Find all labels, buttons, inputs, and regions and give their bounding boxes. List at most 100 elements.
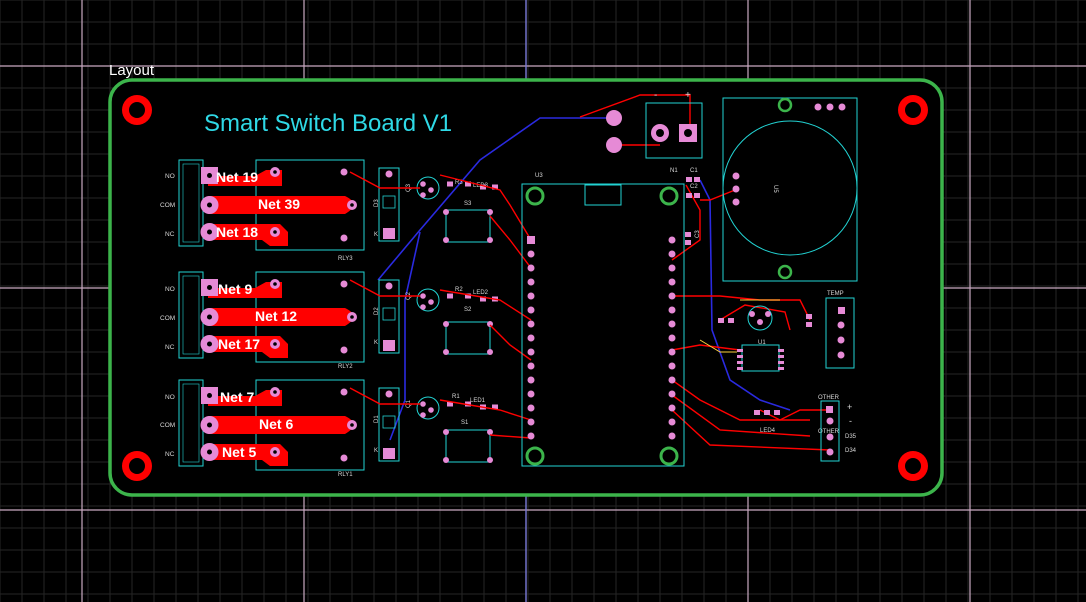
other-header-ref-2: OTHER [818, 429, 840, 435]
net-pour[interactable] [208, 308, 354, 326]
led-ref: LED2 [473, 290, 489, 296]
switch-pad[interactable] [443, 457, 449, 463]
terminal-label: COM [160, 315, 175, 322]
relay-ref: RLY2 [338, 364, 353, 370]
switch-pad[interactable] [487, 349, 493, 355]
switch-pad[interactable] [487, 457, 493, 463]
power-connector-ref: N1 [670, 168, 678, 174]
switch-outline [445, 429, 491, 463]
relay-ref: RLY1 [338, 472, 353, 478]
relay-pad[interactable] [340, 168, 348, 176]
diode-ref: D2 [374, 307, 380, 315]
relay-ref: RLY3 [338, 256, 353, 262]
relay-pad[interactable] [340, 346, 348, 354]
diode-pad[interactable] [383, 448, 395, 459]
smd-pad[interactable] [480, 184, 486, 190]
switch-pad[interactable] [443, 321, 449, 327]
diode-outline [378, 167, 400, 242]
smd-pad[interactable] [492, 184, 498, 190]
terminal-label: NC [165, 231, 175, 238]
mounting-hole-bottom-right[interactable] [898, 451, 928, 481]
net-pour[interactable] [208, 282, 282, 298]
smd-pad[interactable] [480, 296, 486, 302]
net-labels: Net 19 Net 39 Net 18 Net 9 Net 12 Net 17… [216, 169, 300, 460]
board-outline[interactable] [108, 78, 944, 497]
relay-pad[interactable] [340, 234, 348, 242]
mcu-footprint[interactable] [521, 183, 685, 467]
diode-pad[interactable] [383, 340, 395, 351]
switch-outline [445, 209, 491, 243]
terminal-labels: NO COM NC NO COM NC NO COM NC [160, 173, 175, 458]
net-pour[interactable] [208, 336, 288, 358]
temp-header[interactable] [825, 297, 855, 369]
net-pour[interactable] [208, 170, 282, 186]
relay-group[interactable] [178, 271, 498, 363]
net-label: Net 39 [258, 196, 300, 212]
resistor-ref: R2 [455, 287, 463, 293]
relay-pad[interactable] [340, 280, 348, 288]
bottom-layer-traces [377, 117, 791, 441]
net-label: Net 19 [216, 169, 258, 185]
power-minus-label: - [654, 90, 657, 101]
smd-pad[interactable] [447, 181, 453, 187]
smd-pad[interactable] [447, 293, 453, 299]
minus-sign: - [849, 416, 852, 426]
relay-group[interactable] [178, 159, 498, 251]
resistor-ref: R3 [455, 180, 463, 186]
mounting-hole-top-right[interactable] [898, 95, 928, 125]
net-label: Net 12 [255, 308, 297, 324]
other-header[interactable] [820, 400, 840, 462]
mounting-hole-bottom-left[interactable] [122, 451, 152, 481]
mcu-ref: U3 [535, 173, 543, 179]
led-ref: LED1 [470, 398, 486, 404]
switch-ref: S3 [464, 201, 472, 207]
smd-pad[interactable] [465, 181, 471, 187]
switch-pad[interactable] [487, 321, 493, 327]
terminal-label: COM [160, 422, 175, 429]
cap-ref: C3 [695, 230, 701, 238]
reference-designators: RLY3 RLY2 RLY1 R3 LED3 S3 R2 LED2 S2 R1 … [338, 168, 857, 478]
relay-pad[interactable] [340, 388, 348, 396]
net-label: Net 9 [218, 281, 252, 297]
switch-pad[interactable] [487, 237, 493, 243]
net-label: Net 6 [259, 416, 293, 432]
switch-pad[interactable] [443, 237, 449, 243]
switch-pad[interactable] [443, 349, 449, 355]
pin-d35-label: D35 [845, 434, 857, 440]
layer-label: Layout [109, 62, 155, 79]
terminal-label: NO [165, 286, 175, 293]
switch-pad[interactable] [443, 429, 449, 435]
resistor-ref: R1 [452, 394, 460, 400]
smd-pad[interactable] [447, 401, 453, 407]
diode-outline [378, 387, 400, 462]
switch-pad[interactable] [443, 209, 449, 215]
diode-k-label: K [374, 448, 378, 454]
cap-ref: C2 [690, 184, 698, 190]
switch-ref: S1 [461, 420, 469, 426]
smd-pad[interactable] [492, 404, 498, 410]
plus-sign: + [847, 402, 852, 412]
transistor-outline [416, 288, 440, 312]
regulator-ref: U1 [758, 340, 766, 346]
smd-pad[interactable] [465, 293, 471, 299]
diode-outline [378, 279, 400, 354]
switch-pad[interactable] [487, 209, 493, 215]
module-footprint[interactable] [722, 97, 858, 282]
capacitors[interactable] [685, 177, 700, 245]
switch-ref: S2 [464, 307, 472, 313]
net-pour[interactable] [208, 224, 288, 246]
mounting-hole-top-left[interactable] [122, 95, 152, 125]
regulator-footprint[interactable] [699, 299, 812, 415]
net-pour[interactable] [208, 390, 282, 406]
switch-pad[interactable] [487, 429, 493, 435]
relay-pad[interactable] [340, 454, 348, 462]
terminal-label: NO [165, 173, 175, 180]
power-input[interactable]: - + [606, 90, 703, 159]
diode-pad[interactable] [383, 228, 395, 239]
other-header-ref: OTHER [818, 395, 840, 401]
net-pour[interactable] [208, 416, 354, 434]
net-pour[interactable] [208, 196, 354, 214]
relay-group[interactable] [178, 379, 498, 471]
net-pour[interactable] [208, 444, 288, 466]
